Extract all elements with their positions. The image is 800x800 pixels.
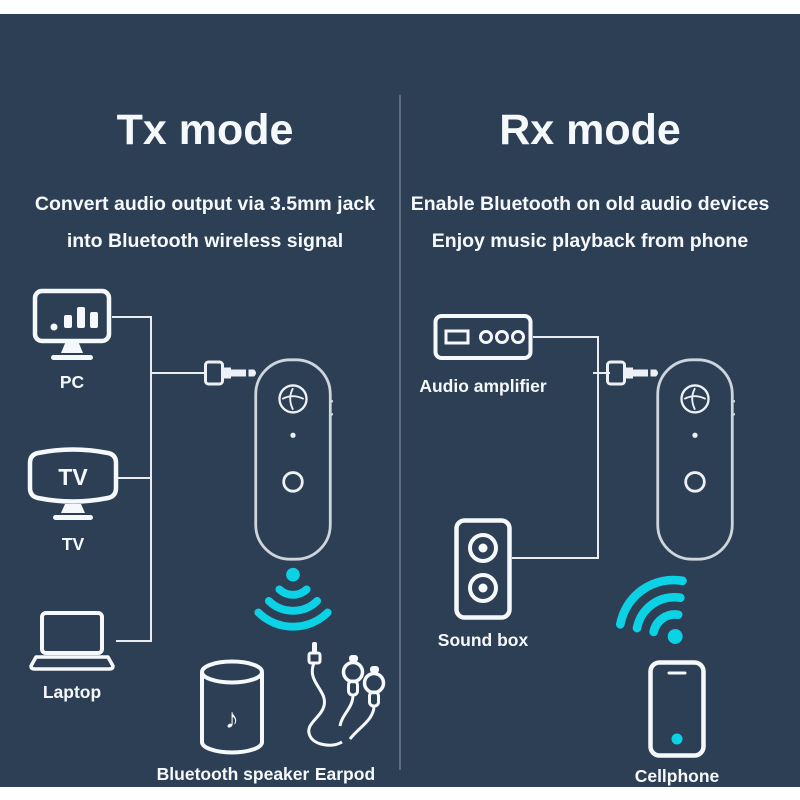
tx-plug-line (150, 372, 206, 374)
tx-bus-line (150, 316, 152, 642)
rx-bus-line (597, 336, 599, 559)
tv-label: TV (61, 534, 85, 554)
earpod-label: Earpod (314, 764, 376, 784)
sound-box-label: Sound box (437, 630, 529, 650)
bluetooth-adapter-icon-tx (251, 357, 335, 562)
bluetooth-adapter-icon-rx (653, 357, 737, 562)
tx-mode-title: Tx mode (116, 106, 294, 154)
bluetooth-speaker-label: Bluetooth speaker (156, 764, 310, 784)
laptop-connector-line (116, 640, 152, 642)
center-divider (399, 95, 401, 770)
pc-monitor-icon (32, 288, 112, 360)
laptop-label: Laptop (42, 682, 102, 702)
music-note-glyph: ♪ (225, 703, 239, 734)
tv-icon: TV (27, 447, 119, 520)
cellphone-icon (648, 660, 706, 758)
sound-box-icon (454, 518, 512, 620)
cellphone-label: Cellphone (634, 766, 720, 786)
tx-subtitle-line2: into Bluetooth wireless signal (66, 230, 344, 252)
sound-box-connector-line (512, 557, 599, 559)
wireless-signal-icon-tx (251, 560, 335, 644)
tv-connector-line (118, 477, 152, 479)
pc-connector-line (112, 316, 152, 318)
amplifier-connector-line (533, 336, 597, 338)
audio-amplifier-label: Audio amplifier (419, 376, 547, 396)
tx-subtitle-line1: Convert audio output via 3.5mm jack (34, 193, 376, 215)
pc-label: PC (59, 372, 85, 392)
bluetooth-speaker-icon: ♪ (200, 659, 264, 755)
rx-subtitle-line1: Enable Bluetooth on old audio devices (410, 193, 770, 215)
rx-plug-line (593, 372, 610, 374)
laptop-icon (29, 611, 115, 671)
home-button-dot (671, 733, 683, 745)
audio-amplifier-icon (433, 314, 533, 360)
rx-subtitle-line2: Enjoy music playback from phone (431, 230, 749, 252)
earpod-icon (307, 642, 386, 747)
rx-mode-title: Rx mode (499, 106, 681, 154)
tv-screen-text: TV (58, 464, 88, 490)
